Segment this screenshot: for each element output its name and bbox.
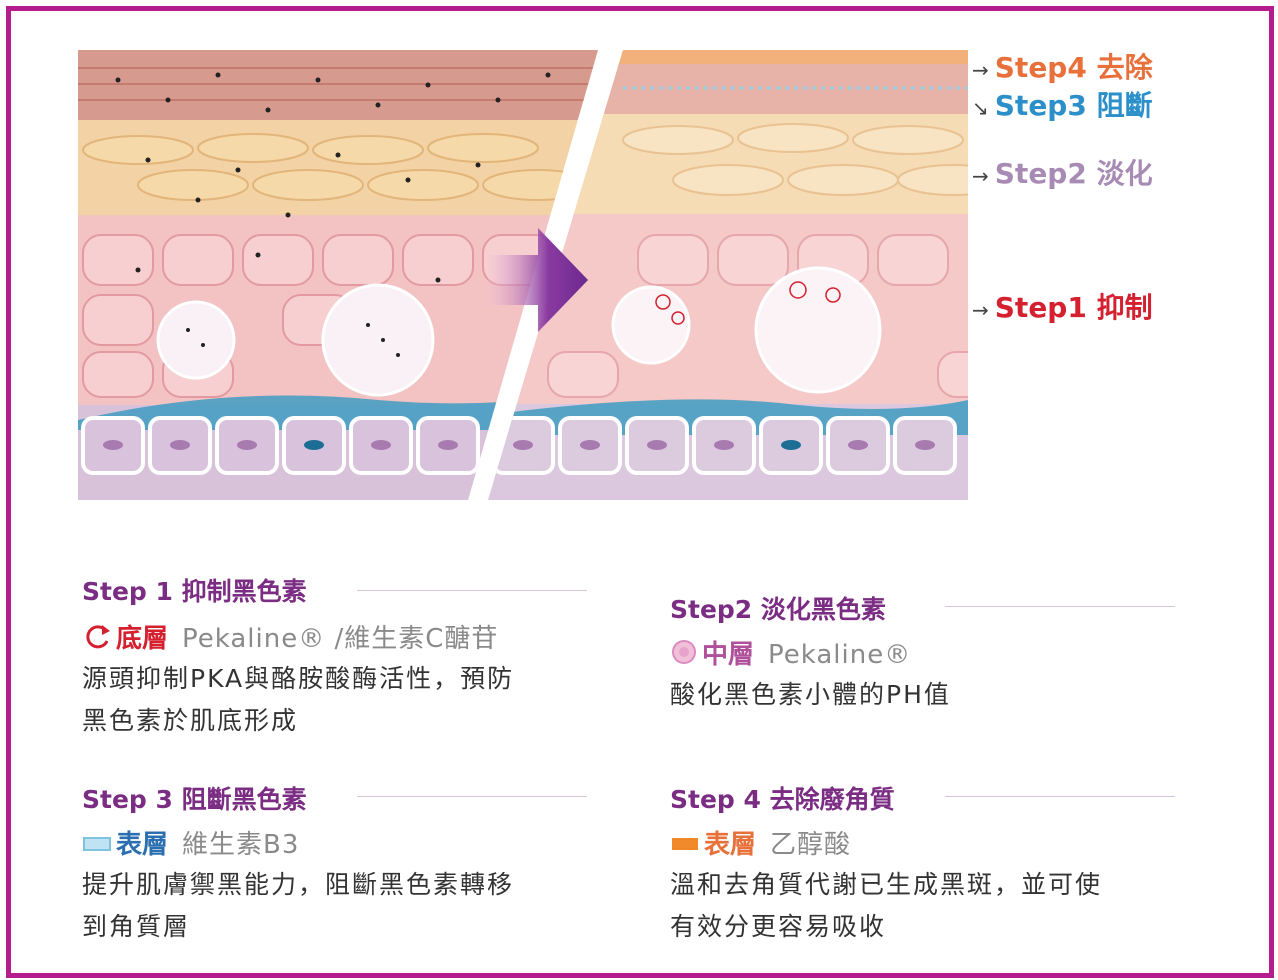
section-step1: Step 1 抑制黑色素 底層 Pekaline® /維生素C醣苷 源頭抑制PKA… <box>82 572 592 742</box>
divider <box>357 796 587 797</box>
description-line: 源頭抑制PKA與酪胺酸酶活性，預防 <box>82 664 515 693</box>
after-skin-panel <box>488 50 968 500</box>
section-title: Step2 淡化黑色素 <box>670 595 886 624</box>
divider <box>945 606 1175 607</box>
description-line: 提升肌膚禦黑能力，阻斷黑色素轉移 <box>82 870 515 899</box>
arrow-right-icon: ↘ <box>972 96 989 120</box>
transition-arrow <box>488 228 588 332</box>
arrow-right-icon: → <box>972 164 989 188</box>
section-ingredient: 表層乙醇酸 <box>670 824 851 861</box>
section-title: Step 1 抑制黑色素 <box>82 577 307 606</box>
label-step4: →Step4 去除 <box>972 51 1153 84</box>
ingredient-name: Pekaline® <box>768 640 912 670</box>
layer-label: 底層 <box>116 624 169 654</box>
description-line: 到角質層 <box>82 912 191 941</box>
ingredient-name: Pekaline® /維生素C醣苷 <box>182 624 499 654</box>
arrow-right-icon: → <box>972 58 989 82</box>
divider <box>357 590 587 591</box>
description-line: 溫和去角質代謝已生成黑斑，並可使 <box>670 870 1103 899</box>
description-line: 有效分更容易吸收 <box>670 912 887 941</box>
ingredient-name: 維生素B3 <box>182 830 300 860</box>
section-ingredient: 表層維生素B3 <box>82 824 299 861</box>
divider <box>945 796 1175 797</box>
before-skin-panel <box>78 50 598 500</box>
blue-bar-icon <box>82 831 112 861</box>
section-title: Step 3 阻斷黑色素 <box>82 785 307 814</box>
section-ingredient: 底層 Pekaline® /維生素C醣苷 <box>82 618 498 656</box>
section-ingredient: 中層 Pekaline® <box>670 634 911 673</box>
label-step3: ↘Step3 阻斷 <box>972 89 1153 122</box>
layer-label: 中層 <box>702 640 755 670</box>
section-title: Step 4 去除廢角質 <box>670 785 895 814</box>
label-step1: →Step1 抑制 <box>972 291 1153 324</box>
step-labels: →Step4 去除 ↘Step3 阻斷 →Step2 淡化 →Step1 抑制 <box>972 40 1232 340</box>
section-description: 酸化黑色素小體的PH值 <box>670 674 951 716</box>
section-step2: Step2 淡化黑色素 中層 Pekaline® 酸化黑色素小體的PH值 <box>670 590 1180 730</box>
section-description: 提升肌膚禦黑能力，阻斷黑色素轉移 到角質層 <box>82 864 514 948</box>
layer-label: 表層 <box>704 830 757 860</box>
ingredient-name: 乙醇酸 <box>770 830 852 860</box>
circular-arrow-icon <box>82 623 112 656</box>
skin-layer-illustration <box>78 50 968 500</box>
section-step4: Step 4 去除廢角質 表層乙醇酸 溫和去角質代謝已生成黑斑，並可使 有效分更… <box>670 780 1180 950</box>
orange-bar-icon <box>670 831 700 861</box>
section-description: 溫和去角質代謝已生成黑斑，並可使 有效分更容易吸收 <box>670 864 1102 948</box>
arrow-right-icon: → <box>972 298 989 322</box>
section-step3: Step 3 阻斷黑色素 表層維生素B3 提升肌膚禦黑能力，阻斷黑色素轉移 到角… <box>82 780 592 950</box>
description-line: 黑色素於肌底形成 <box>82 706 299 735</box>
label-step2: →Step2 淡化 <box>972 157 1153 190</box>
section-description: 源頭抑制PKA與酪胺酸酶活性，預防 黑色素於肌底形成 <box>82 658 514 742</box>
pink-dot-icon <box>670 638 698 673</box>
layer-label: 表層 <box>116 830 169 860</box>
description-line: 酸化黑色素小體的PH值 <box>670 680 951 709</box>
